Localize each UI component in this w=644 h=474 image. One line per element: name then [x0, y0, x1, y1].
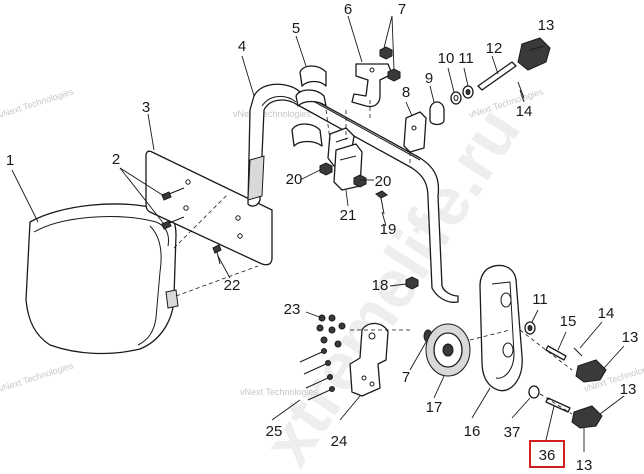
label-16: 16	[464, 423, 481, 440]
label-9: 9	[425, 70, 433, 87]
part-14-pin-top	[517, 81, 525, 99]
part-18-nut	[405, 276, 419, 290]
label-13-bottom: 13	[576, 457, 593, 474]
part-6-bracket	[351, 63, 393, 108]
assembly-dashed-lines	[173, 100, 573, 415]
label-7-lower: 7	[402, 369, 410, 386]
label-3: 3	[142, 99, 150, 116]
part-3-backing-plate	[145, 150, 273, 266]
label-20-left: 20	[286, 171, 303, 188]
part-12-pin	[477, 61, 517, 91]
part-17-pulley	[425, 323, 471, 377]
part-24-bracket-plate	[349, 322, 389, 397]
label-21: 21	[340, 207, 357, 224]
part-22-screw	[212, 244, 222, 265]
label-1: 1	[6, 152, 14, 169]
part-11-washer-lower	[524, 321, 536, 335]
part-13-clip-lower-1	[575, 359, 607, 383]
label-20-right: 20	[375, 173, 392, 190]
part-7-nuts-top	[379, 46, 401, 82]
part-20-nuts	[319, 162, 367, 188]
label-12: 12	[486, 40, 503, 57]
vnext-watermark-5: vNext Technologies	[0, 360, 75, 394]
part-37-washer	[528, 385, 540, 399]
part-2-screws	[161, 187, 185, 230]
leader-lines	[11, 15, 625, 452]
label-11-lower: 11	[532, 291, 548, 308]
part-14-pin-lower	[573, 347, 583, 357]
label-24: 24	[331, 433, 348, 450]
label-22: 22	[224, 277, 241, 294]
label-14-top: 14	[516, 103, 533, 120]
part-4-frame-tube	[247, 83, 459, 303]
label-11-top: 11	[458, 50, 474, 67]
label-4: 4	[238, 38, 246, 55]
highlighted-part-36[interactable]: 36	[529, 440, 565, 468]
label-23: 23	[284, 301, 301, 318]
part-16-arm	[479, 264, 523, 392]
part-15-pin	[545, 345, 567, 361]
vnext-watermark-2: vNext Technologies	[233, 109, 311, 119]
label-13-lower: 13	[620, 381, 637, 398]
part-13-clip-top	[517, 37, 551, 71]
part-number-labels: 1 2 3 4 5 6 7 8 9 10 11 12 13 14 20 20 2…	[6, 1, 639, 474]
part-13-clip-lower-2	[571, 405, 603, 429]
label-8: 8	[402, 84, 410, 101]
part-1-seat-cushion	[25, 203, 179, 355]
label-7-top: 7	[398, 1, 406, 18]
vnext-watermark-4: vNext Technologies	[240, 387, 318, 397]
label-37: 37	[504, 424, 521, 441]
part-11-washer-top	[462, 85, 474, 99]
label-13-mid: 13	[622, 329, 639, 346]
part-19-bolt	[375, 190, 388, 215]
label-2: 2	[112, 151, 120, 168]
highlight-box	[529, 440, 565, 468]
vnext-watermark-1: vNext Technologies	[0, 86, 75, 120]
label-10: 10	[438, 50, 455, 67]
part-5-clamp-top	[295, 65, 327, 107]
part-9-spacer	[429, 101, 445, 126]
label-36: 36	[539, 447, 556, 464]
part-10-washer	[450, 91, 462, 105]
part-8-bracket	[403, 111, 427, 153]
label-19: 19	[380, 221, 397, 238]
label-14-lower: 14	[598, 305, 615, 322]
label-15: 15	[560, 313, 577, 330]
part-25-bolts	[299, 348, 335, 401]
label-5: 5	[292, 20, 300, 37]
label-18: 18	[372, 277, 389, 294]
label-6: 6	[344, 1, 352, 18]
label-13-top: 13	[538, 17, 555, 34]
label-17: 17	[426, 399, 443, 416]
label-25: 25	[266, 423, 283, 440]
